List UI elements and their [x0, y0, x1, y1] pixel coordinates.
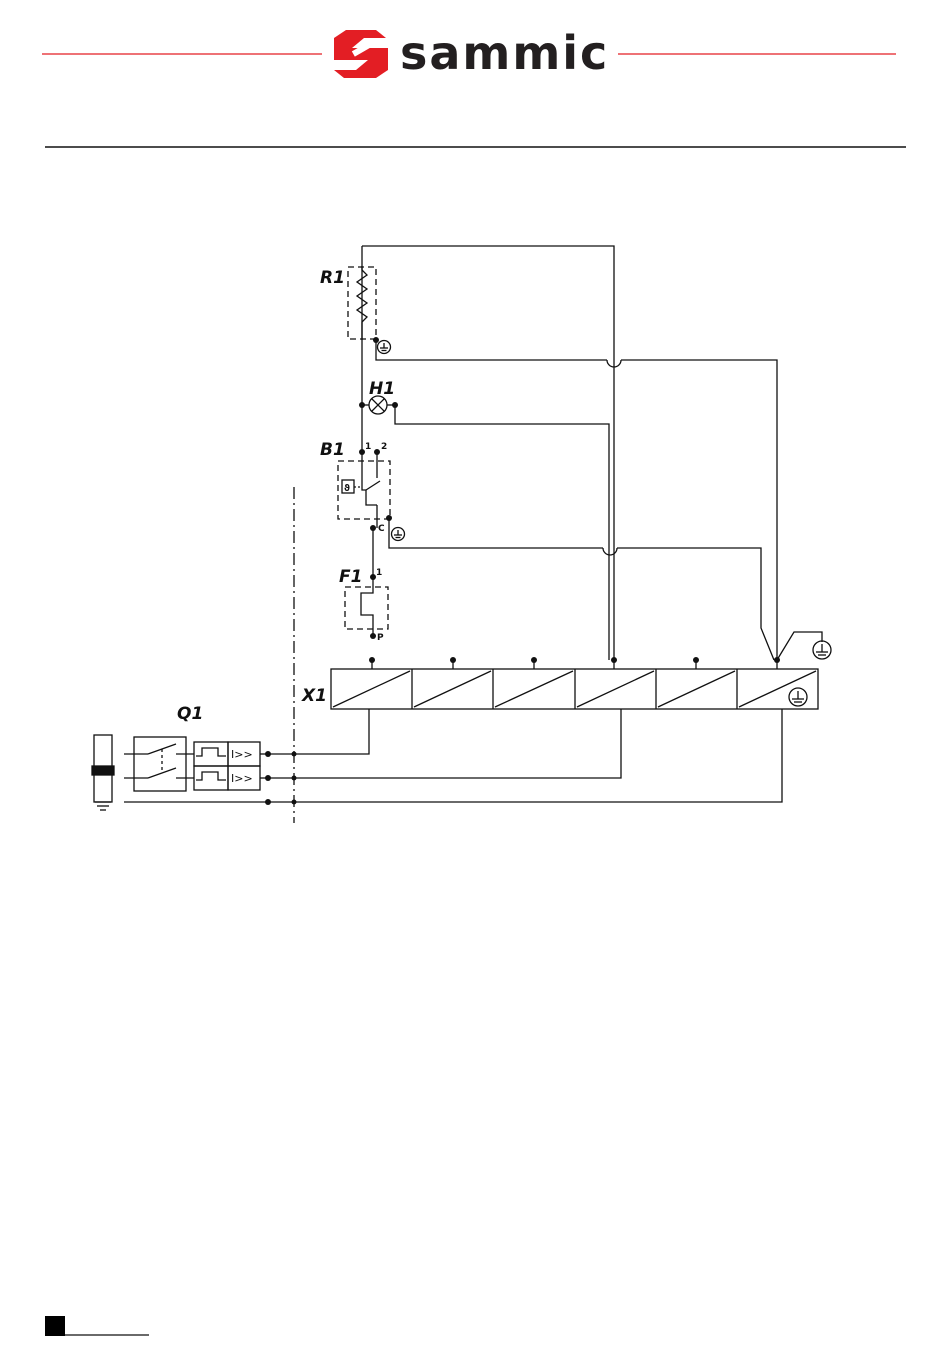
wire-supply-n: [268, 709, 621, 778]
earth-icon: [392, 528, 405, 541]
earth-icon: [813, 641, 831, 659]
wiring-diagram: R1 H1 B1 F1 Q1 X1 1 2 C 1 P I>> I>> ϑ: [0, 0, 950, 850]
terminal-label: 1: [365, 442, 371, 452]
q1-switch-box: [134, 737, 186, 791]
label-f1: F1: [339, 567, 362, 587]
wire-supply-l: [268, 709, 369, 754]
earth-icon: [378, 341, 391, 354]
wire-top-rail: [362, 246, 614, 660]
wire-b1-earth-continued: [617, 548, 774, 660]
earth-icon: [789, 688, 807, 706]
terminal-label: 1: [376, 568, 382, 578]
terminal-label: P: [377, 633, 384, 643]
wire-r1-earth: [376, 340, 607, 360]
breaker-trip-mark: I>>: [231, 748, 253, 761]
f1-symbol: [361, 577, 373, 636]
terminal-label: C: [378, 524, 385, 534]
terminal-label: 2: [381, 442, 387, 452]
wire-r1-earth-continued: [621, 360, 777, 660]
wire-h1-right: [395, 405, 609, 660]
label-r1: R1: [320, 268, 345, 288]
label-q1: Q1: [177, 704, 203, 724]
label-x1: X1: [301, 686, 327, 706]
footer-graphics: [0, 1300, 950, 1360]
label-b1: B1: [320, 440, 345, 460]
breaker-trip-mark: I>>: [231, 772, 253, 785]
thermostat-mark: ϑ: [344, 484, 350, 494]
label-h1: H1: [369, 379, 395, 399]
wire-crossover-2: [603, 548, 617, 555]
wire-b1-earth: [389, 518, 603, 548]
page-marker: [45, 1316, 65, 1336]
